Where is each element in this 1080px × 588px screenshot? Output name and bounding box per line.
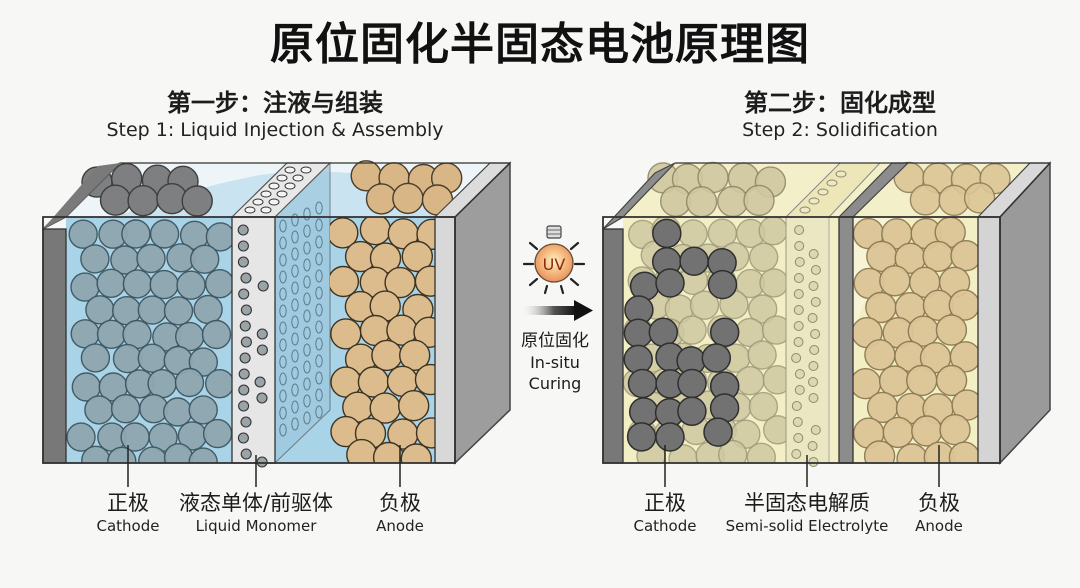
cathode-collector	[42, 228, 67, 464]
separator-front	[231, 216, 276, 464]
label-zh: 正极	[107, 491, 149, 515]
battery-step1	[42, 160, 512, 487]
label-en: Anode	[915, 517, 963, 535]
semi-solid-electrolyte	[785, 216, 830, 464]
label-en: Cathode	[633, 517, 697, 535]
anode-collector	[434, 216, 456, 464]
anode-collector	[977, 216, 1001, 464]
label-zh: 负极	[379, 491, 421, 515]
label-zh: 液态单体/前驱体	[178, 491, 334, 515]
uv-lamp-icon: UV	[522, 225, 586, 295]
label-cathode-step1: 正极 Cathode	[78, 490, 178, 536]
step1-heading: 第一步：注液与组装 Step 1: Liquid Injection & Ass…	[60, 88, 490, 142]
anode-particles	[330, 217, 435, 463]
cathode-particles	[623, 218, 740, 452]
step1-title-zh: 第一步：注液与组装	[167, 89, 383, 117]
step2-heading: 第二步：固化成型 Step 2: Solidification	[680, 88, 1000, 142]
curing-label-en-2: Curing	[528, 374, 582, 393]
label-en: Anode	[376, 517, 424, 535]
label-zh: 正极	[644, 491, 686, 515]
label-anode-step2: 负极 Anode	[889, 490, 989, 536]
anode-particles-back	[893, 161, 1011, 217]
anode-particles	[853, 217, 978, 463]
right-arrow-icon	[520, 300, 593, 321]
label-anode-step1: 负极 Anode	[350, 490, 450, 536]
cathode-particles-back	[647, 161, 787, 218]
cathode-particles	[66, 219, 232, 463]
label-cathode-step2: 正极 Cathode	[615, 490, 715, 536]
in-situ-curing-label: 原位固化 In-situ Curing	[505, 330, 605, 394]
label-zh: 负极	[918, 491, 960, 515]
curing-label-en-1: In-situ	[530, 353, 580, 372]
label-semi-solid-electrolyte: 半固态电解质 Semi-solid Electrolyte	[707, 490, 907, 536]
label-en: Semi-solid Electrolyte	[725, 517, 889, 535]
label-liquid-monomer: 液态单体/前驱体 Liquid Monomer	[166, 490, 346, 536]
step2-title-en: Step 2: Solidification	[742, 119, 938, 141]
curing-label-zh: 原位固化	[521, 331, 589, 351]
uv-label: UV	[543, 255, 566, 274]
label-zh: 半固态电解质	[744, 491, 870, 515]
label-en: Cathode	[96, 517, 160, 535]
step1-title-en: Step 1: Liquid Injection & Assembly	[106, 119, 444, 141]
battery-step2	[602, 161, 1052, 487]
cathode-collector	[602, 228, 624, 464]
label-en: Liquid Monomer	[195, 517, 317, 535]
diagram-title: 原位固化半固态电池原理图	[270, 19, 810, 70]
step2-title-zh: 第二步：固化成型	[744, 89, 936, 117]
